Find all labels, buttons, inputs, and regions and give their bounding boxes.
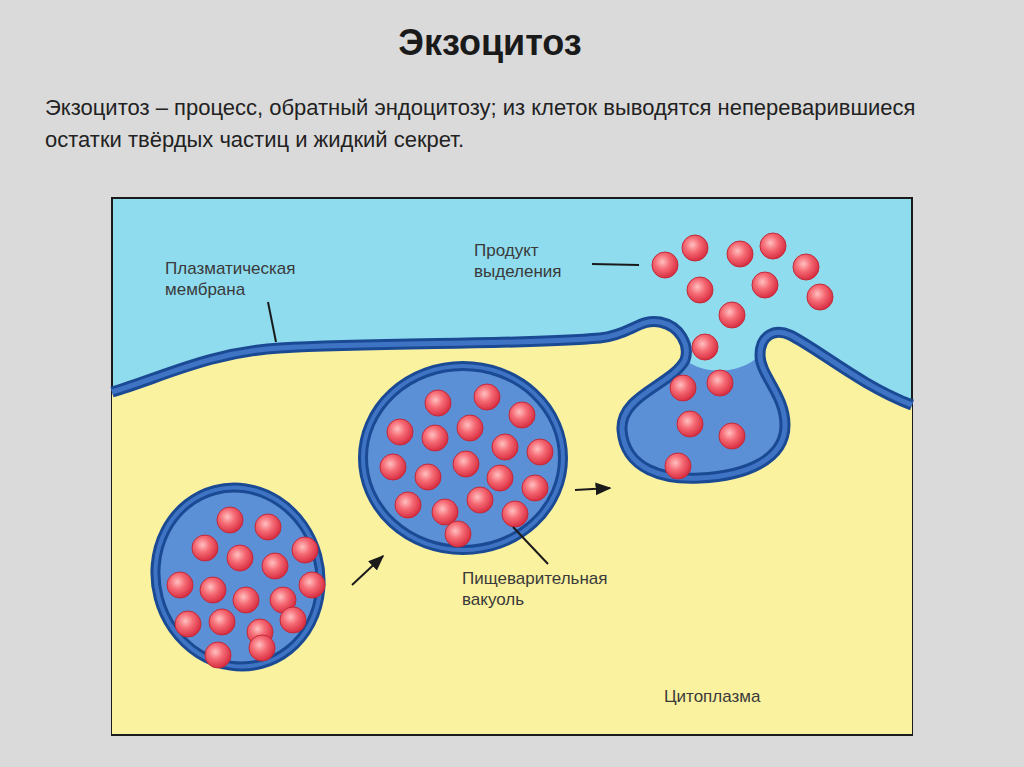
particle xyxy=(467,487,493,513)
particle xyxy=(255,514,281,540)
part-label: Цитоплазма xyxy=(664,686,814,707)
particle xyxy=(227,545,253,571)
particle xyxy=(793,254,819,280)
part-label: Плазматическая мембрана xyxy=(165,258,355,300)
particle xyxy=(502,501,528,527)
part-label: Продукт выделения xyxy=(474,240,589,282)
particle xyxy=(707,370,733,396)
particle xyxy=(492,434,518,460)
particle xyxy=(719,423,745,449)
particle xyxy=(167,572,193,598)
particle xyxy=(682,235,708,261)
slide-title: Экзоцитоз xyxy=(240,22,740,64)
particle xyxy=(692,334,718,360)
particle xyxy=(262,553,288,579)
particle xyxy=(249,635,275,661)
secretion-particles xyxy=(167,233,833,668)
movement-arrow xyxy=(575,488,610,490)
particle xyxy=(670,375,696,401)
particle xyxy=(719,302,745,328)
particle xyxy=(509,402,535,428)
particle xyxy=(487,465,513,491)
particle xyxy=(752,272,778,298)
particle xyxy=(280,607,306,633)
movement-arrow xyxy=(352,556,383,585)
particle xyxy=(527,439,553,465)
leader-line xyxy=(592,264,639,265)
particle xyxy=(807,284,833,310)
particle xyxy=(445,521,471,547)
definition-text: Экзоцитоз – процесс, обратный эндоцитозу… xyxy=(45,92,995,156)
particle xyxy=(233,587,259,613)
particle xyxy=(425,390,451,416)
leader-line xyxy=(513,527,548,564)
vesicle-left xyxy=(136,469,341,685)
particle xyxy=(209,609,235,635)
particle xyxy=(205,642,231,668)
particle xyxy=(665,453,691,479)
particle xyxy=(395,492,421,518)
particle xyxy=(677,411,703,437)
extracellular-space xyxy=(112,198,912,735)
particle xyxy=(200,577,226,603)
particle xyxy=(522,475,548,501)
particle xyxy=(457,415,483,441)
cytoplasm xyxy=(112,321,912,734)
part-label: Пищеварительная вакуоль xyxy=(462,568,662,610)
particle xyxy=(760,233,786,259)
particle xyxy=(292,537,318,563)
particle xyxy=(415,464,441,490)
digestive-vacuole xyxy=(363,366,563,550)
particle xyxy=(380,454,406,480)
particle xyxy=(299,572,325,598)
particle xyxy=(387,419,413,445)
particle xyxy=(652,252,678,278)
particle xyxy=(727,241,753,267)
particle xyxy=(192,535,218,561)
leader-line xyxy=(268,302,276,342)
particle xyxy=(453,451,479,477)
particle xyxy=(175,611,201,637)
particle xyxy=(422,425,448,451)
particle xyxy=(474,384,500,410)
particle xyxy=(217,507,243,533)
particle xyxy=(687,277,713,303)
